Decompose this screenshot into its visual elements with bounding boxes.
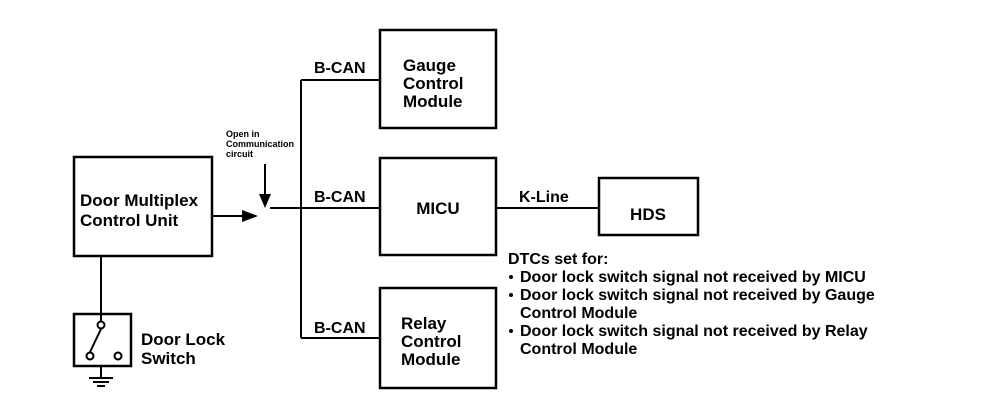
relay-module-label-3: Module — [401, 350, 461, 369]
open-note-line-3: circuit — [226, 149, 253, 159]
door-multiplex-label-2: Control Unit — [80, 211, 179, 230]
open-note-line-2: Communication — [226, 139, 294, 149]
switch-blade — [89, 328, 102, 353]
hds-box — [597, 176, 700, 237]
dtc-bullet-2 — [509, 293, 513, 297]
bcan-mid-label: B-CAN — [314, 189, 366, 206]
dtc-heading: DTCs set for: — [508, 251, 608, 268]
dtc-item-3-line-1: Door lock switch signal not received by … — [520, 323, 868, 340]
bcan-top-label: B-CAN — [314, 60, 366, 77]
micu-label: MICU — [416, 199, 459, 218]
relay-module-label-2: Control — [401, 332, 461, 351]
door-multiplex-control-unit-box — [72, 155, 214, 258]
gauge-module-label-3: Module — [403, 92, 463, 111]
switch-top-contact — [96, 320, 106, 330]
switch-right-contact — [113, 351, 123, 361]
gauge-module-label-2: Control — [403, 74, 463, 93]
door-multiplex-label-1: Door Multiplex — [80, 191, 199, 210]
dtc-item-2-line-1: Door lock switch signal not received by … — [520, 287, 875, 304]
dtc-item-1-line-1: Door lock switch signal not received by … — [520, 269, 866, 286]
hds-label: HDS — [630, 205, 666, 224]
dtc-item-2-line-2: Control Module — [520, 305, 637, 322]
output-arrow-head — [242, 210, 258, 222]
micu-box — [378, 156, 498, 257]
gauge-control-module-box — [378, 28, 498, 130]
dtc-item-3-line-2: Control Module — [520, 341, 637, 358]
open-circuit-arrow-head — [259, 194, 271, 208]
door-lock-switch-label-1: Door Lock — [141, 330, 226, 349]
bcan-bottom-label: B-CAN — [314, 320, 366, 337]
kline-label: K-Line — [519, 189, 569, 206]
door-lock-switch-label-2: Switch — [141, 349, 196, 368]
relay-module-label-1: Relay — [401, 314, 447, 333]
open-note-line-1: Open in — [226, 129, 260, 139]
relay-control-module-box — [378, 286, 498, 390]
gauge-module-label-1: Gauge — [403, 56, 456, 75]
dtc-bullet-3 — [509, 329, 513, 333]
dtc-bullet-1 — [509, 275, 513, 279]
switch-left-contact — [85, 351, 95, 361]
